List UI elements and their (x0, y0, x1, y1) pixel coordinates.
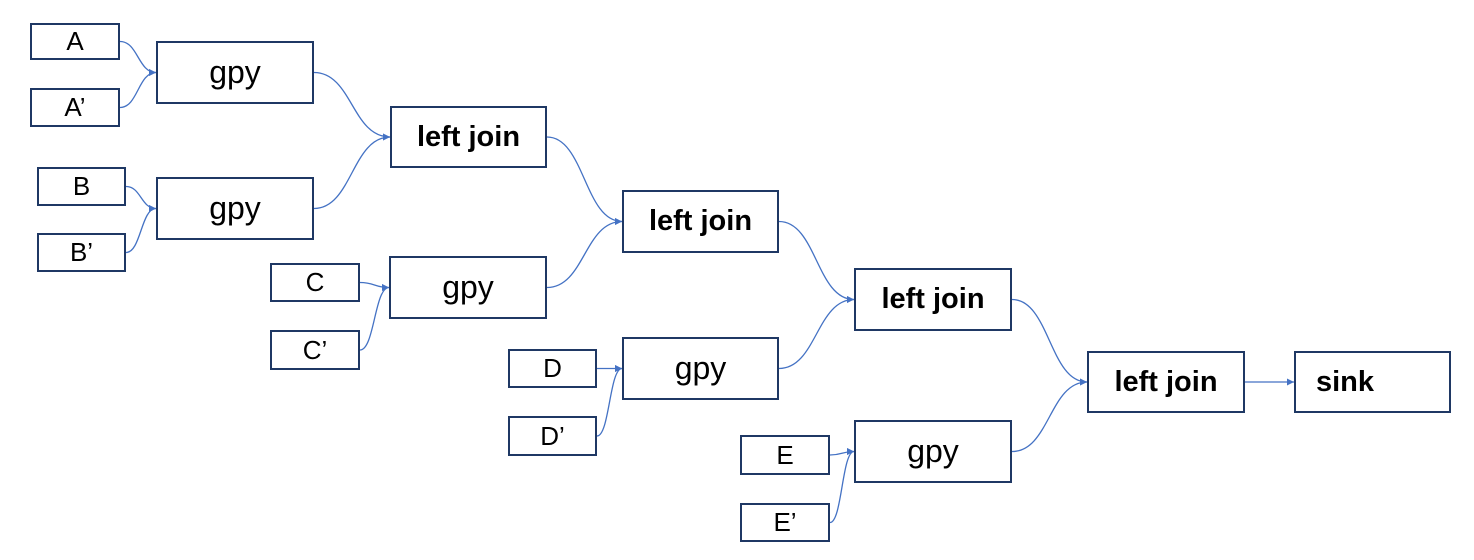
left-join-node-2: left join (622, 190, 779, 253)
edge-c2-to-gpy3 (359, 284, 390, 351)
node-d: D (508, 349, 597, 388)
edge-b2-to-gpy2 (125, 205, 157, 254)
gpy-node-2: gpy (156, 177, 314, 240)
node-e: E (740, 435, 830, 475)
sink-node: sink (1294, 351, 1451, 413)
edge-a-to-gpy1 (119, 40, 157, 76)
node-a: A (30, 23, 120, 60)
edge-a2-to-gpy1 (119, 69, 157, 109)
edge-d2-to-gpy4 (596, 365, 623, 437)
node-c: C (270, 263, 360, 302)
edge-join1-to-join2 (546, 136, 623, 225)
edge-c-to-gpy3 (359, 281, 390, 291)
gpy-node-1: gpy (156, 41, 314, 104)
node-b-prime: B’ (37, 233, 126, 272)
gpy-node-3: gpy (389, 256, 547, 319)
edge-gpy2-to-join1 (313, 133, 391, 210)
edge-gpy3-to-join2 (546, 218, 623, 289)
node-e-prime: E’ (740, 503, 830, 542)
edge-e2-to-gpy5 (829, 448, 855, 524)
gpy-node-5: gpy (854, 420, 1012, 483)
edge-gpy1-to-join1 (313, 71, 391, 141)
edge-join3-to-join4 (1011, 298, 1088, 386)
node-b: B (37, 167, 126, 206)
edge-b-to-gpy2 (125, 185, 157, 212)
node-d-prime: D’ (508, 416, 597, 456)
node-c-prime: C’ (270, 330, 360, 370)
edge-gpy4-to-join3 (778, 296, 855, 370)
gpy-node-4: gpy (622, 337, 779, 400)
edge-join2-to-join3 (778, 220, 855, 303)
left-join-node-1: left join (390, 106, 547, 168)
left-join-node-4: left join (1087, 351, 1245, 413)
left-join-node-3: left join (854, 268, 1012, 331)
edge-gpy5-to-join4 (1011, 378, 1088, 453)
node-a-prime: A’ (30, 88, 120, 127)
